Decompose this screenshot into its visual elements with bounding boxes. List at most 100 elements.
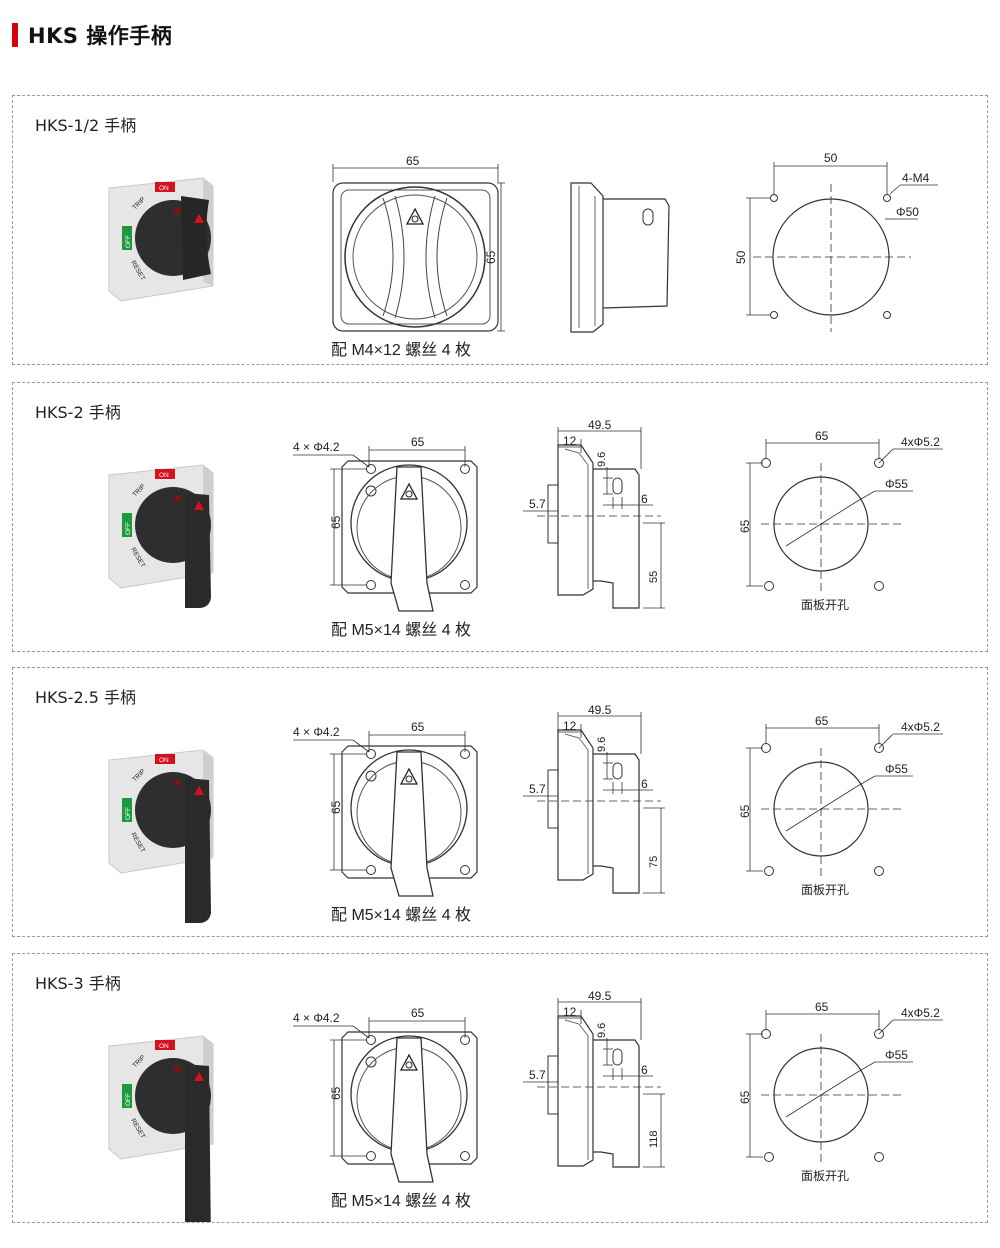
holes-label: 4xΦ5.2 [901,1006,940,1020]
side-handle [593,1039,640,1168]
holes-label: 4 × Φ4.2 [293,440,340,454]
dimension-line [352,1025,370,1039]
panel-width-dimension: 65 [815,714,829,728]
mounting-hole [883,194,891,202]
dimension-line [785,786,857,832]
dimension-line [878,448,894,464]
front-view: 65 65 配 M4×12 螺丝 4 枚 [331,154,505,359]
width-dimension: 65 [406,154,420,168]
off-label-tag [122,513,132,537]
screw-hole [460,580,470,590]
on-label-tag [155,469,175,479]
side-shaft [547,769,559,829]
triangle-logo-icon [399,482,419,500]
lever-outline [390,751,434,897]
side-detail [564,1019,589,1160]
screw-caption: 配 M5×14 螺丝 4 枚 [331,1192,471,1210]
arrow-icon [194,786,204,795]
on-label-tag [155,182,175,192]
mounting-hole [770,311,778,319]
screw-caption: 配 M5×14 螺丝 4 枚 [331,621,471,639]
side-slot [612,1048,623,1066]
page-title: HKS 操作手柄 [28,24,173,48]
screw-hole [460,865,470,875]
dimension-line [855,775,876,788]
on-label-tag [155,754,175,764]
height-dimension: 65 [329,1086,343,1100]
dimension-line [785,501,857,547]
indicator-dot [174,780,180,786]
off-label-tag [122,798,132,822]
depth-dimension: 49.5 [588,703,612,717]
width-dimension: 65 [411,720,425,734]
lever-outline [390,1037,434,1183]
panel-cutout-label: 面板开孔 [801,1169,849,1183]
panel-cutout-label: 面板开孔 [801,598,849,612]
side-detail [564,733,589,874]
indicator-dot [174,1066,180,1072]
handle-length-dimension: 55 [648,571,660,583]
on-label: ON [159,472,169,479]
dimension-line [889,184,901,195]
on-label-tag [155,1040,175,1050]
front-outline [341,460,478,594]
lever-handle [185,493,211,608]
flange-dimension: 12 [563,719,577,733]
side-detail [578,186,596,328]
front-inner [340,189,491,325]
dimension-line [855,1061,876,1074]
side-slot [612,762,623,780]
off-label: OFF [125,522,132,535]
off-label: OFF [125,1093,132,1106]
side-shaft [547,1055,559,1115]
dimension-line [352,454,370,468]
triangle-logo-icon [405,207,425,225]
handle-length-dimension: 75 [648,856,660,868]
depth-dimension: 49.5 [588,989,612,1003]
mounting-hole [764,581,774,591]
panel-height-dimension: 50 [734,250,748,264]
handle-length-dimension: 118 [648,1130,660,1148]
dimension-line [878,1019,894,1035]
side-view [570,182,670,333]
arrow-icon [194,214,204,223]
screw-caption: 配 M4×12 螺丝 4 枚 [331,341,471,359]
section-title: HKS-2 手柄 [35,403,121,422]
dimension-line [352,739,370,753]
on-label: ON [159,185,169,192]
panel-width-dimension: 50 [824,151,838,165]
mounting-hole [764,866,774,876]
indicator-dot [174,208,180,214]
offset-dimension: 5.7 [529,782,546,796]
width-dimension: 65 [411,435,425,449]
screw-hole [365,1056,377,1068]
indicator-dot [174,495,180,501]
arrow-icon [194,1072,204,1081]
front-outline [341,745,478,879]
side-slot [612,477,623,495]
mounting-hole [883,311,891,319]
holes-label: 4xΦ5.2 [901,435,940,449]
width-dimension: 65 [411,1006,425,1020]
depth-dimension: 49.5 [588,418,612,432]
front-view: 65 65 4 × Φ4.2 配 M5×14 螺丝 4 枚 [293,1006,478,1210]
offset-dimension: 5.7 [529,1068,546,1082]
on-label: ON [159,1043,169,1050]
holes-label: 4xΦ5.2 [901,720,940,734]
panel-cutout-label: 面板开孔 [801,883,849,897]
holes-label: 4 × Φ4.2 [293,1011,340,1025]
page-header: HKS 操作手柄 [12,20,172,50]
slot-width-dimension: 6 [641,1063,648,1077]
height-dimension: 65 [484,250,498,264]
off-label: OFF [125,235,132,248]
